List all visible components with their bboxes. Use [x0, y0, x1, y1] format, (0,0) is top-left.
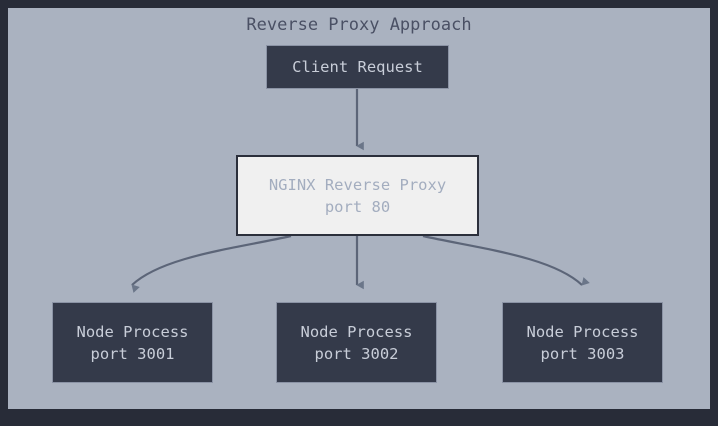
node-process-3001-label-line1: Node Process — [76, 322, 189, 341]
node-client-request[interactable]: Client Request — [266, 45, 449, 89]
page-title: Reverse Proxy Approach — [246, 15, 472, 35]
node-process-3003-label-line2: port 3003 — [540, 344, 625, 363]
node-process-3001[interactable]: Node Process port 3001 — [52, 302, 213, 383]
node-process-3003[interactable]: Node Process port 3003 — [502, 302, 663, 383]
node-nginx-label-line2: port 80 — [324, 197, 391, 216]
node-process-3002-label-line1: Node Process — [300, 322, 413, 341]
node-nginx-label-line1: NGINX Reverse Proxy — [268, 175, 447, 194]
node-nginx-reverse-proxy[interactable]: NGINX Reverse Proxy port 80 — [236, 155, 479, 236]
diagram-canvas: Reverse Proxy Approach Client Request NG… — [8, 8, 710, 409]
node-process-3003-label-line1: Node Process — [526, 322, 639, 341]
node-process-3002-label-line2: port 3002 — [314, 344, 399, 363]
edge-nginx-to-node1 — [131, 234, 292, 293]
node-process-3001-label-line2: port 3001 — [90, 344, 175, 363]
node-process-3002[interactable]: Node Process port 3002 — [276, 302, 437, 383]
node-client-request-label: Client Request — [292, 58, 423, 76]
edge-nginx-to-node3 — [422, 234, 590, 286]
